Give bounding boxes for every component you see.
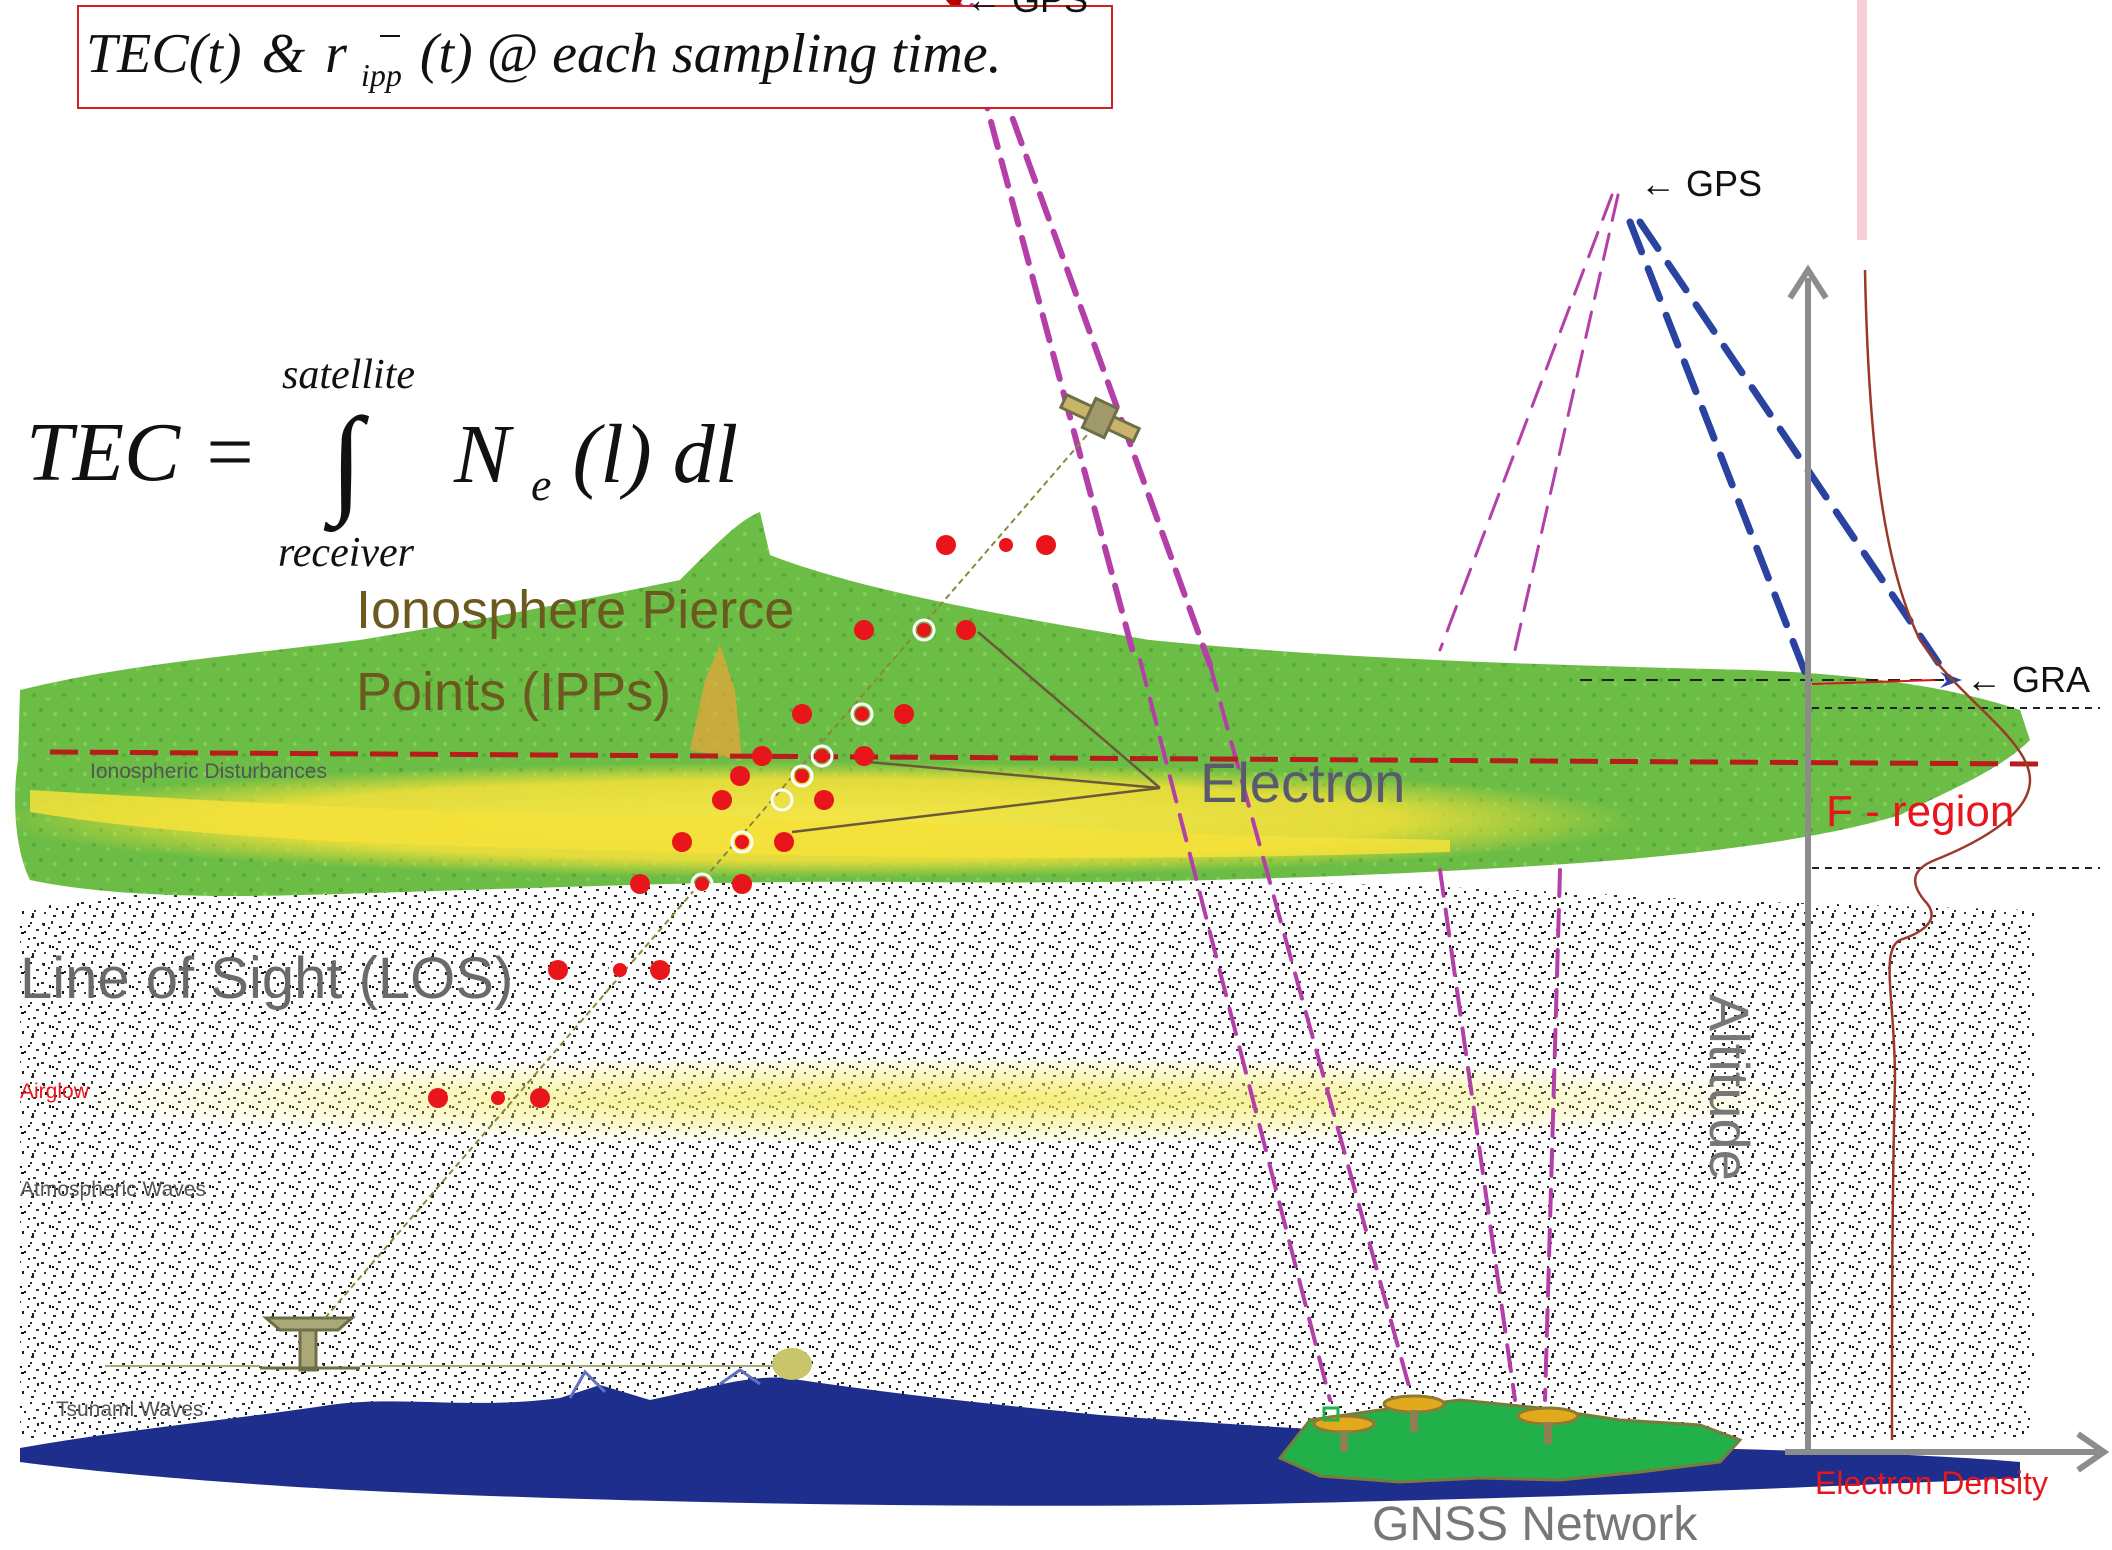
ionospheric-disturbance-line	[49, 749, 2041, 767]
gnss-receiver-antenna	[1312, 1406, 1376, 1452]
altitude-label: Altitude	[1698, 994, 1761, 1181]
airglow-label: Airglow	[20, 1080, 90, 1103]
gra-label: ← GRA	[1966, 659, 2090, 700]
integral-upper-limit: satellite	[282, 352, 415, 398]
los-label: Line of Sight (LOS)	[20, 946, 513, 1011]
noise-striations	[15, 910, 2035, 1380]
los-lines-magenta	[957, 3, 1620, 1402]
tsunami-waves-label: Tsunami Waves	[56, 1398, 203, 1421]
gps-label-top: ← GPS	[966, 0, 1088, 20]
orange-plume	[690, 645, 742, 760]
integral-sign: ∫	[323, 393, 370, 533]
electron-pointer-lines	[791, 631, 1161, 834]
electron-density-label: Electron Density	[1815, 1465, 2048, 1501]
line-of-sight	[324, 419, 1101, 1319]
ionospheric-disturbances-label: Ionospheric Disturbances	[90, 760, 327, 783]
gps-label-right: ← GPS	[1640, 163, 1762, 204]
airglow-layer	[50, 1055, 1850, 1145]
ipp-label-line2: Points (IPPs)	[356, 662, 671, 722]
gnss-receiver-antenna	[1382, 1394, 1446, 1432]
electron-density-axis	[1785, 1431, 2110, 1473]
ocean-wave-ridge	[568, 1368, 761, 1399]
satellite-icon	[1058, 392, 1142, 444]
altitude-axis	[1787, 264, 1829, 1452]
integral-integrand: N e (l) dl	[453, 408, 738, 519]
ground-reference-point	[772, 1348, 812, 1380]
gra-pointer-line	[1811, 679, 1936, 685]
ipp-rings	[608, 618, 936, 982]
equation-box	[77, 5, 1113, 109]
los-lines-blue	[1626, 218, 1954, 684]
f-region-label: F - region	[1826, 787, 2014, 836]
electron-dots	[428, 535, 1056, 1108]
ipp-label-line1: Ionosphere Pierce	[356, 580, 794, 640]
disturbance-streak	[30, 790, 1450, 858]
density-strip-top	[1857, 0, 1867, 240]
atmospheric-waves-label: Atmospheric Waves	[20, 1178, 206, 1201]
gnss-receiver-antenna	[1516, 1406, 1580, 1444]
electron-density-curve	[1863, 269, 2032, 1441]
integral-lower-limit: receiver	[278, 530, 415, 576]
integral-lhs: TEC =	[26, 406, 258, 499]
gnss-network-label: GNSS Network	[1372, 1498, 1698, 1550]
ground-receiver-dish	[105, 1316, 780, 1372]
equation-box-text: TEC(t) & r ipp (t) @ each sampling time.	[86, 23, 1002, 99]
electron-label: Electron	[1200, 751, 1405, 814]
